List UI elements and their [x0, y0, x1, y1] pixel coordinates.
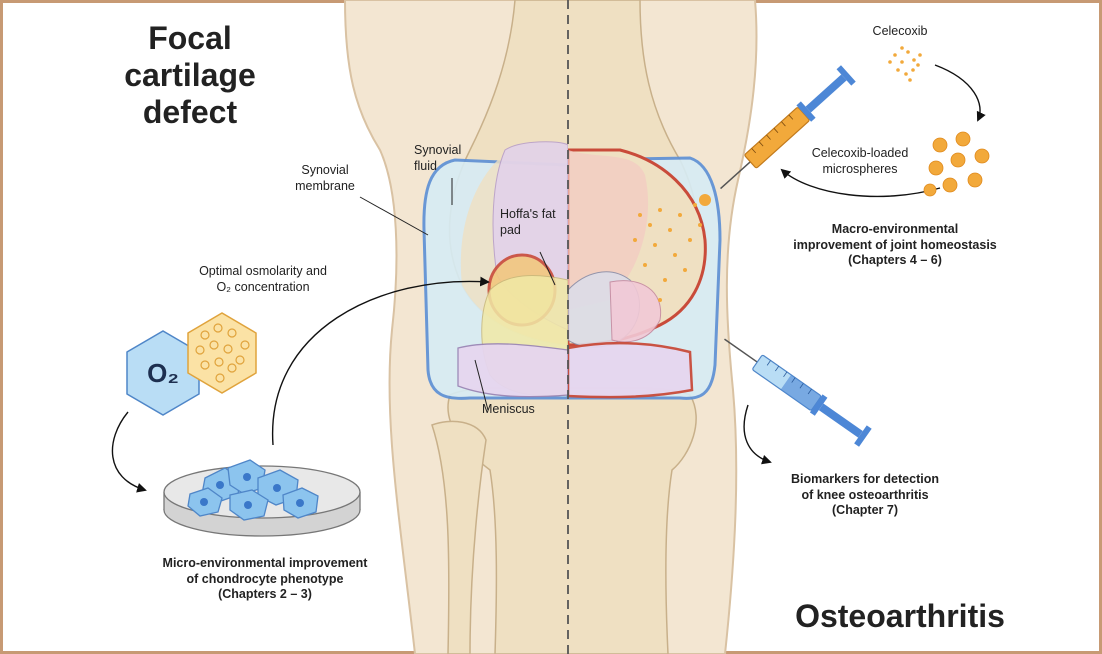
label-celecoxib: Celecoxib: [860, 24, 940, 40]
meniscus-left: [458, 344, 568, 397]
label-celecoxib-microspheres: Celecoxib-loaded microspheres: [795, 146, 925, 177]
label-synovial-fluid: Synovial fluid: [414, 143, 461, 174]
title-osteoarthritis: Osteoarthritis: [760, 598, 1040, 635]
caption-micro-environment: Micro-environmental improvement of chond…: [130, 556, 400, 603]
label-o2: O₂: [138, 357, 188, 390]
label-meniscus: Meniscus: [482, 402, 535, 418]
label-optimal-conditions: Optimal osmolarity and O₂ concentration: [178, 264, 348, 295]
label-synovial-membrane: Synovial membrane: [285, 163, 365, 194]
meniscus-right: [568, 343, 692, 397]
label-hoffa-fat-pad: Hoffa's fat pad: [500, 207, 556, 238]
title-focal-cartilage-defect: Focal cartilage defect: [110, 20, 270, 130]
caption-biomarkers: Biomarkers for detection of knee osteoar…: [760, 472, 970, 519]
caption-macro-environment: Macro-environmental improvement of joint…: [770, 222, 1020, 269]
